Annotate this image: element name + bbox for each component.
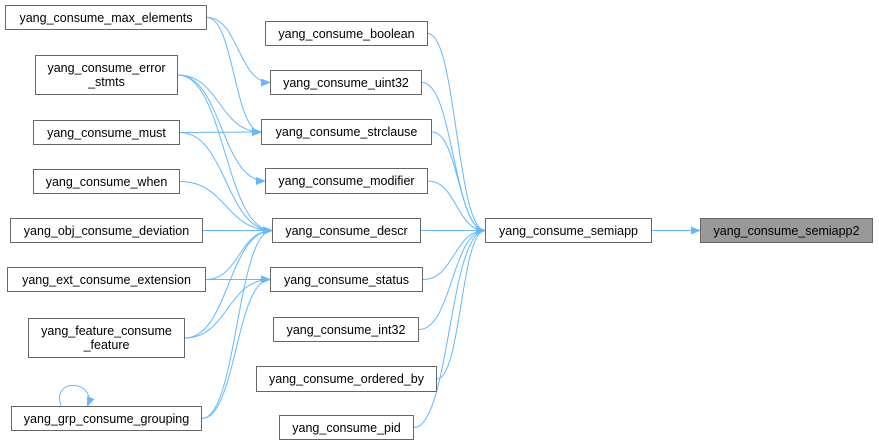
node-semiapp[interactable]: yang_consume_semiapp xyxy=(485,218,652,243)
node-label: yang_feature_consume _feature xyxy=(41,324,172,352)
node-boolean[interactable]: yang_consume_boolean xyxy=(265,21,428,46)
node-max-elements[interactable]: yang_consume_max_elements xyxy=(5,5,207,30)
node-uint32[interactable]: yang_consume_uint32 xyxy=(270,70,422,95)
node-descr[interactable]: yang_consume_descr xyxy=(272,218,421,243)
edge-error_stmts-to-strclause xyxy=(177,74,262,136)
node-label: yang_consume_boolean xyxy=(278,26,415,41)
node-feature[interactable]: yang_feature_consume _feature xyxy=(28,318,185,358)
node-label: yang_consume_strclause xyxy=(275,125,418,139)
node-grouping[interactable]: yang_grp_consume_grouping xyxy=(11,406,202,431)
edge-must-to-strclause xyxy=(179,128,262,137)
node-label: yang_consume_pid xyxy=(292,420,401,435)
edge-extension-to-descr xyxy=(205,226,273,280)
node-label: yang_consume_when xyxy=(45,174,168,189)
node-label: yang_consume_max_elements xyxy=(19,10,193,25)
node-when[interactable]: yang_consume_when xyxy=(33,169,180,194)
edge-must-to-descr xyxy=(179,132,273,235)
node-extension[interactable]: yang_ext_consume_extension xyxy=(7,267,206,292)
edge-boolean-to-semiapp xyxy=(427,33,486,235)
node-label: yang_grp_consume_grouping xyxy=(23,411,190,426)
node-status[interactable]: yang_consume_status xyxy=(270,267,423,292)
edge-int32-to-semiapp xyxy=(418,226,486,330)
node-must[interactable]: yang_consume_must xyxy=(33,120,180,145)
node-label: yang_consume_semiapp xyxy=(499,223,638,238)
node-pid[interactable]: yang_consume_pid xyxy=(279,415,414,440)
node-label: yang_consume_int32 xyxy=(286,322,406,337)
edge-ordered_by-to-semiapp xyxy=(436,226,486,380)
node-label: yang_consume_ordered_by xyxy=(269,372,424,386)
node-label: yang_consume_uint32 xyxy=(283,75,409,90)
edge-pid-to-semiapp xyxy=(413,226,486,428)
node-strclause[interactable]: yang_consume_strclause xyxy=(261,119,432,145)
edge-grouping-to-status xyxy=(201,275,271,419)
node-ordered-by[interactable]: yang_consume_ordered_by xyxy=(256,366,437,392)
edge-error_stmts-to-descr xyxy=(177,74,273,235)
node-label: yang_consume_error _stmts xyxy=(47,61,166,89)
node-deviation[interactable]: yang_obj_consume_deviation xyxy=(10,218,203,243)
node-modifier[interactable]: yang_consume_modifier xyxy=(265,168,428,194)
node-error-stmts[interactable]: yang_consume_error _stmts xyxy=(35,55,178,95)
node-semiapp2: yang_consume_semiapp2 xyxy=(700,218,873,243)
edge-status-to-semiapp xyxy=(422,226,486,280)
edge-uint32-to-semiapp xyxy=(421,82,486,235)
node-label: yang_consume_descr xyxy=(285,223,408,238)
edge-max_elements-to-uint32 xyxy=(206,17,271,87)
edge-grouping-to-descr xyxy=(201,226,273,419)
edge-error_stmts-to-modifier xyxy=(177,74,266,185)
node-int32[interactable]: yang_consume_int32 xyxy=(273,317,419,342)
node-label: yang_consume_modifier xyxy=(278,174,415,188)
node-label: yang_obj_consume_deviation xyxy=(23,223,190,238)
edge-grouping-to-grouping xyxy=(59,384,95,407)
edge-when-to-descr xyxy=(179,181,273,235)
node-label: yang_consume_status xyxy=(283,272,410,287)
node-label: yang_ext_consume_extension xyxy=(22,272,191,287)
edge-feature-to-status xyxy=(184,275,271,339)
node-label: yang_consume_semiapp2 xyxy=(713,223,860,238)
edge-max_elements-to-strclause xyxy=(206,17,262,136)
node-label: yang_consume_must xyxy=(47,125,166,140)
edge-feature-to-descr xyxy=(184,226,273,339)
